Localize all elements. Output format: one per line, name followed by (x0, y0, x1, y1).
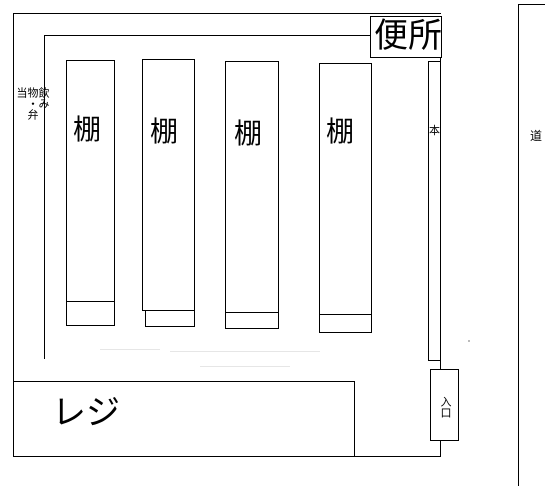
store-wall-top (13, 13, 441, 14)
road-edge-cap (518, 4, 545, 5)
shelf-1-label: 棚 (73, 113, 102, 146)
shelf-3 (225, 61, 279, 313)
aisle-guide-left (44, 35, 45, 359)
shelf-1-base (66, 301, 115, 326)
book-shelf-label: 本 (429, 124, 440, 137)
road-label: 道 (530, 129, 543, 143)
entrance-mark (468, 340, 470, 342)
aisle-guide-top (44, 35, 370, 36)
faint-trace-2 (170, 351, 320, 352)
restroom (370, 16, 442, 58)
shelf-3-base (225, 312, 279, 329)
shelf-4 (319, 63, 372, 315)
road-edge (518, 4, 519, 486)
shelf-2-base (145, 310, 195, 327)
entrance-label: 入口 (439, 396, 452, 418)
faint-trace-1 (100, 349, 160, 350)
register-label: レジ (52, 393, 120, 433)
shelf-4-label: 棚 (326, 115, 355, 148)
shelf-2 (142, 59, 195, 311)
faint-trace-3 (200, 366, 290, 367)
drinks-bento-label: 飲み物・弁当 (15, 87, 50, 120)
book-shelf (428, 61, 441, 361)
shelf-4-base (319, 314, 372, 333)
entrance (430, 369, 459, 441)
store-wall-left (13, 13, 14, 457)
register-counter (13, 381, 355, 457)
shelf-1 (66, 60, 115, 302)
restroom-label: 便所 (374, 16, 442, 56)
shelf-3-label: 棚 (234, 117, 263, 150)
shelf-2-label: 棚 (150, 115, 179, 148)
